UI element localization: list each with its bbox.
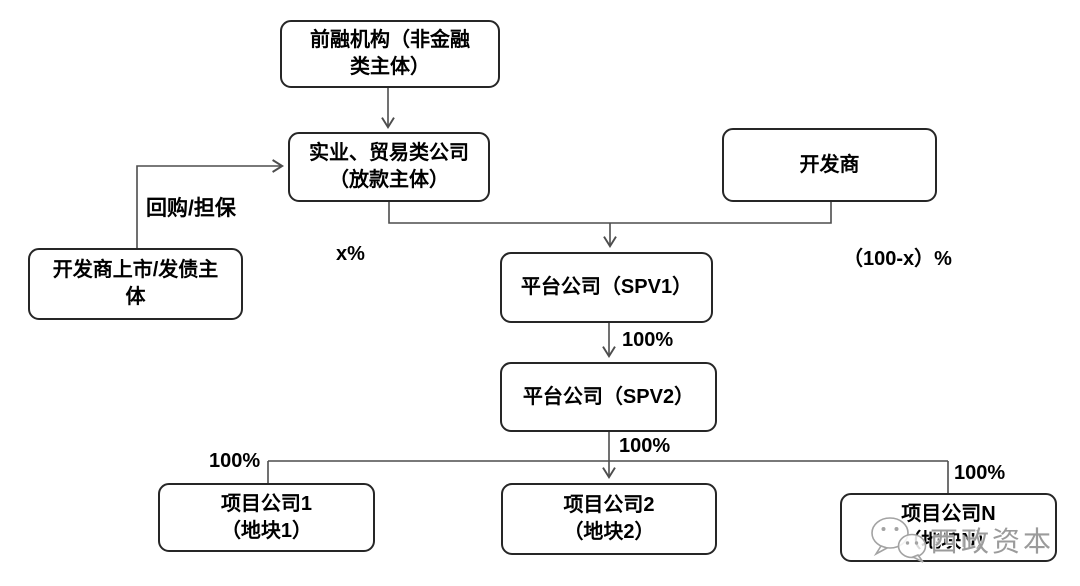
label-100-spv2-projects: 100%: [619, 435, 671, 457]
node-project2: 项目公司2 （地块2）: [501, 483, 717, 555]
node-label-line: 开发商: [799, 153, 860, 176]
node-developer: 开发商: [722, 128, 937, 202]
label-remainder-percent: （100-x）%: [843, 248, 952, 270]
node-label-line: 类主体）: [350, 56, 430, 78]
node-spv1: 平台公司（SPV1）: [500, 252, 713, 323]
label-100-spv1-spv2: 100%: [622, 329, 674, 351]
node-label-line: 开发商上市/发债主: [52, 259, 219, 281]
label-100-projectN: 100%: [954, 462, 1006, 484]
node-listed-issuer: 开发商上市/发债主 体: [28, 248, 243, 320]
node-spv2: 平台公司（SPV2）: [500, 362, 717, 432]
node-lending-company: 实业、贸易类公司 （放款主体）: [288, 132, 490, 202]
label-x-percent: x%: [336, 243, 365, 265]
node-project1: 项目公司1 （地块1）: [158, 483, 375, 552]
node-label-line: （地块1）: [220, 519, 313, 542]
node-label-line: 平台公司（SPV2）: [522, 385, 695, 408]
node-label-line: 项目公司N: [901, 502, 996, 525]
node-label-line: （放款主体）: [329, 169, 449, 191]
node-label-line: 项目公司1: [220, 492, 313, 515]
label-repurchase-guarantee: 回购/担保: [146, 197, 236, 220]
node-front-funding: 前融机构（非金融 类主体）: [280, 20, 500, 88]
node-projectN: 项目公司N （地块N）: [840, 493, 1057, 562]
node-label-line: 平台公司（SPV1）: [520, 276, 693, 298]
node-label-line: 前融机构（非金融: [310, 29, 470, 51]
label-100-project1: 100%: [209, 450, 261, 472]
node-label-line: （地块N）: [901, 529, 996, 552]
node-label-line: 实业、贸易类公司: [309, 142, 469, 164]
node-label-line: 体: [125, 286, 146, 308]
node-label-line: （地块2）: [563, 521, 655, 543]
edge-merge-rail: [388, 202, 832, 224]
node-label-line: 项目公司2: [563, 494, 655, 516]
